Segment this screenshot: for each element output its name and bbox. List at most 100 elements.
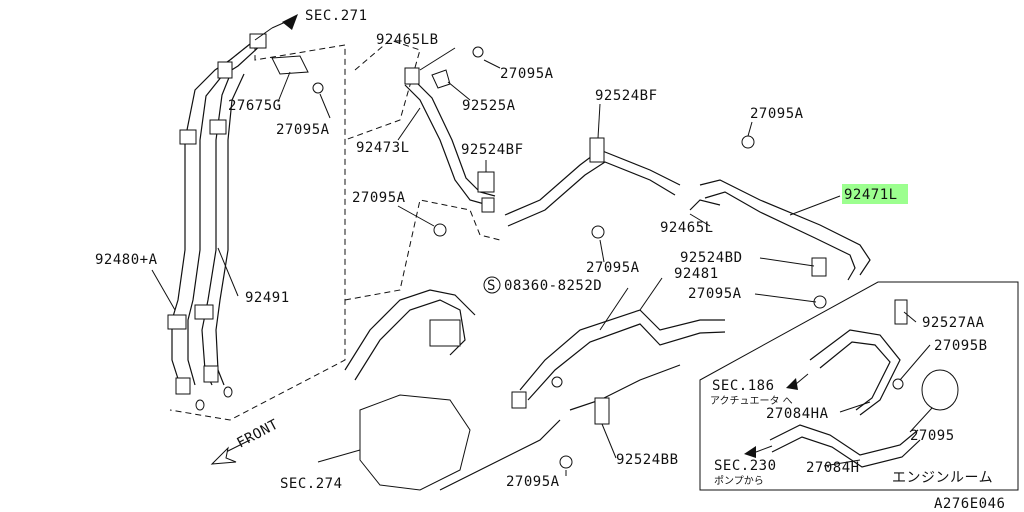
- label-27095a-1: 27095A: [500, 66, 554, 82]
- bolt-08360: [551, 376, 563, 388]
- label-92524bd: 92524BD: [680, 250, 743, 266]
- dash-box-mid: [344, 199, 501, 301]
- hose-27084h-b: [771, 436, 921, 468]
- leader-27095a-6: [754, 293, 817, 303]
- leader-92524bb: [601, 423, 617, 459]
- leader-sec271: [254, 27, 273, 41]
- clamp-3: [167, 314, 187, 330]
- bolt-27095b: [892, 378, 904, 390]
- label-92481: 92481: [674, 266, 719, 282]
- leader-27084ha: [839, 401, 871, 413]
- leader-sec274: [317, 449, 361, 463]
- clip-92524bf-1: [477, 171, 495, 193]
- clip-92524bb: [594, 397, 610, 425]
- label-27095b: 27095B: [934, 338, 988, 354]
- clip-92524bf-2: [589, 137, 605, 163]
- leader-92481: [639, 277, 663, 311]
- label-27095: 27095: [910, 428, 955, 444]
- pipe-upper-b: [507, 161, 676, 227]
- leader-27095a-4: [747, 121, 753, 137]
- label-92491: 92491: [245, 290, 290, 306]
- front-arrow-icon: [210, 446, 237, 465]
- label-92465lb: 92465LB: [376, 32, 439, 48]
- label-engine-room: エンジンルーム: [892, 470, 993, 486]
- hose-27084ha-a: [809, 329, 901, 416]
- label-front: FRONT: [234, 416, 281, 451]
- leader-92524bd: [759, 257, 815, 267]
- hose-27084h-a: [769, 424, 919, 456]
- leader-92471l: [789, 195, 841, 216]
- clip-92525a: [431, 69, 451, 89]
- fitting-mid: [481, 197, 495, 213]
- arrow-sec186-icon: [786, 378, 798, 390]
- label-92524bb: 92524BB: [616, 452, 679, 468]
- leader-92480a: [151, 269, 176, 311]
- leader-92525a: [447, 81, 471, 101]
- leader-92473l: [397, 107, 421, 141]
- leader-92524bf-2: [597, 103, 601, 139]
- engine-room-box: [699, 281, 1019, 491]
- o-ring-2: [223, 386, 233, 398]
- bolt-27095a-7: [559, 455, 573, 469]
- clip-92524bd: [811, 257, 827, 277]
- label-92473l: 92473L: [356, 140, 410, 156]
- fitting-92465lb: [404, 67, 420, 85]
- dash-box-left: [169, 38, 346, 421]
- manifold-block: [429, 319, 461, 347]
- label-92524bf-1: 92524BF: [461, 142, 524, 158]
- label-sec271: SEC.271: [305, 8, 368, 24]
- bolt-27095a-3: [433, 223, 447, 237]
- arrow-sec186-shaft: [795, 373, 809, 385]
- clip-92527aa: [894, 299, 908, 325]
- label-27095a-5: 27095A: [586, 260, 640, 276]
- leader-92491: [217, 247, 239, 297]
- label-92465l: 92465L: [660, 220, 714, 236]
- pipe-92473l-b: [413, 79, 496, 197]
- s-mark-circle: [483, 276, 501, 294]
- leader-27095: [909, 407, 933, 433]
- clamp-2: [209, 119, 227, 135]
- arrow-sec271-icon: [282, 14, 298, 30]
- pipe-92481-a: [519, 309, 725, 391]
- pipe-92465l: [689, 199, 721, 211]
- label-27095a-7: 27095A: [506, 474, 560, 490]
- label-92524bf-2: 92524BF: [595, 88, 658, 104]
- hose-92471l-b: [704, 191, 856, 281]
- fitting-top-1: [217, 61, 233, 79]
- fitting-2: [203, 365, 219, 383]
- label-27084ha: 27084HA: [766, 406, 829, 422]
- bolt-27095a-5: [741, 135, 755, 149]
- dash-box-top: [344, 39, 421, 141]
- hose-92471l-a: [699, 179, 871, 276]
- bolt-27095a-2: [472, 46, 484, 58]
- label-08360: 08360-8252D: [504, 278, 602, 294]
- hose-compressor-b: [344, 289, 476, 371]
- label-27095a-2: 27095A: [276, 122, 330, 138]
- leader-08360: [599, 287, 629, 331]
- vacuum-tank-27095: [921, 369, 959, 411]
- label-92480a: 92480+A: [95, 252, 158, 268]
- leader-27095b: [899, 344, 931, 381]
- leader-27084h: [823, 459, 861, 467]
- label-92471l[interactable]: 92471L: [844, 187, 898, 203]
- arrow-sec230-icon: [744, 446, 756, 458]
- hose-27084ha-b: [819, 341, 891, 411]
- pipe-92473l-a: [404, 84, 489, 206]
- leader-27675g: [277, 71, 291, 103]
- front-arrow-shaft: [225, 439, 251, 453]
- compressor-sec274: [359, 394, 471, 491]
- leader-27095a-2: [319, 93, 331, 119]
- label-sec186-sub: アクチュエータ へ: [710, 395, 793, 407]
- label-27675g: 27675G: [228, 98, 282, 114]
- label-92527aa: 92527AA: [922, 315, 985, 331]
- leader-92465l: [689, 213, 711, 227]
- label-27095a-6: 27095A: [688, 286, 742, 302]
- hose-compressor-a: [354, 299, 466, 381]
- pipe-lower-a: [569, 364, 681, 411]
- bolt-27095a-4: [591, 225, 605, 239]
- pipe-92491-inner: [215, 73, 245, 386]
- label-27084h: 27084H: [806, 460, 860, 476]
- label-27095a-4: 27095A: [750, 106, 804, 122]
